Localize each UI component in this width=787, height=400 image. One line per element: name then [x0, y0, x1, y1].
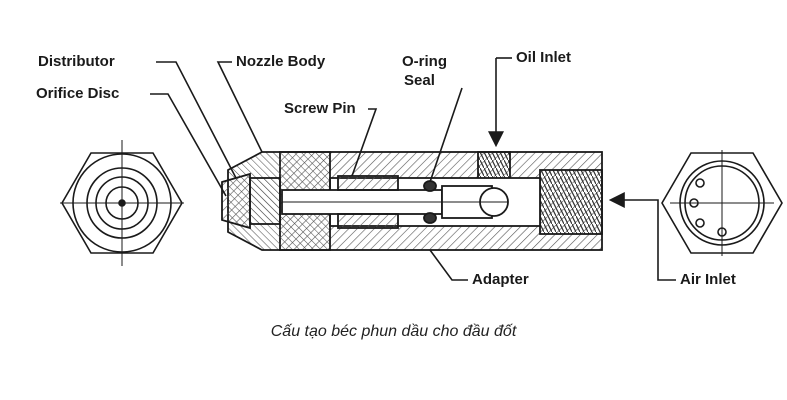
- distributor-shape: [221, 172, 251, 230]
- leader-lines: [150, 57, 676, 281]
- label-screw-pin: Screw Pin: [284, 100, 356, 117]
- label-oil-inlet: Oil Inlet: [516, 49, 572, 66]
- leader-orifice-disc: [150, 93, 227, 197]
- label-adapter: Adapter: [472, 271, 529, 288]
- nozzle-cross-section: [221, 151, 603, 251]
- air-inlet-thread: [539, 169, 603, 235]
- label-nozzle-body: Nozzle Body: [236, 53, 326, 70]
- leader-distributor: [156, 61, 237, 179]
- leader-screw-pin: [351, 108, 378, 177]
- label-air-inlet: Air Inlet: [680, 271, 736, 288]
- left-hex-end-view: [60, 140, 184, 266]
- oil-inlet-thread: [477, 151, 511, 181]
- label-orifice-disc: Orifice Disc: [36, 85, 120, 102]
- label-distributor: Distributor: [38, 53, 115, 70]
- o-ring-seal: [423, 180, 437, 192]
- leader-o-ring: [429, 87, 463, 183]
- label-o-ring-line2: Seal: [404, 72, 435, 89]
- leader-air-inlet: [608, 192, 676, 281]
- leader-nozzle-body: [216, 61, 263, 153]
- leader-adapter: [429, 249, 468, 281]
- right-hex-end-view: [661, 150, 783, 256]
- label-o-ring-line1: O-ring: [402, 53, 447, 70]
- diagram-caption: Cấu tạo béc phun dầu cho đầu đốt: [270, 323, 517, 340]
